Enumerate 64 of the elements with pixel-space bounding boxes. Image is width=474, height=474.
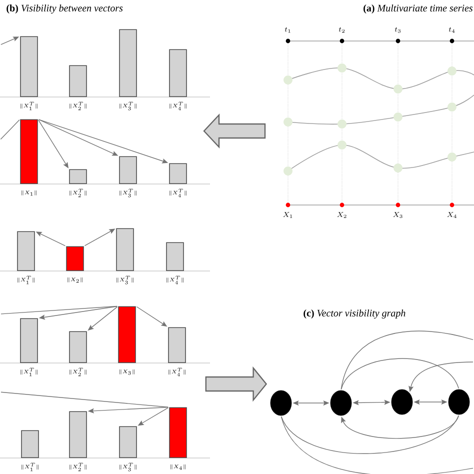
bar [119,156,137,184]
graph-node [330,390,352,416]
visibility-line [0,392,168,408]
bar [21,430,39,458]
visibility-line [0,306,118,314]
block-arrow [205,366,268,402]
bar [69,65,87,97]
bar-label: $\|X_4^T\|$ [170,102,186,110]
bar [66,246,84,271]
axis-label: $X_4$ [447,212,456,218]
bar [118,306,136,363]
bar-label: $\|X_2^T\|$ [70,462,86,472]
bar [169,407,187,458]
visibility-line [280,415,459,454]
panel-title: (a) Multivariate time series [364,4,473,14]
bar-label: $\|X_3^T\|$ [116,276,134,284]
bar [69,169,87,184]
bar [169,163,187,184]
axis-label: $t_2$ [338,27,344,33]
bar [17,231,35,271]
bar [69,411,87,458]
graph-node [448,389,470,415]
visibility-line [340,358,460,390]
bar-label: $\|X_1^T\|$ [20,368,38,376]
bar [119,29,137,97]
axis-label: $X_2$ [337,212,346,218]
bar [166,242,184,271]
bar [169,49,187,97]
bar-label: $\|X_3^T\|$ [120,188,136,198]
bar-label: $\|X_4^T\|$ [168,368,186,376]
bar [69,331,87,363]
axis-label: $t_3$ [394,27,401,33]
visibility-line [340,330,474,390]
bar-label: $\|X_1^T\|$ [22,462,38,472]
bar-label: $\|X_4^T\|$ [170,188,186,198]
graph-node [391,389,413,415]
bar [119,426,137,458]
bar [116,228,134,271]
bar-label: $\|X_1\|$ [22,190,36,196]
bar [20,119,38,184]
bar-label: $\|X_4^T\|$ [166,276,184,284]
graph-node [270,390,292,416]
bar [20,36,38,97]
bar-label: $\|X_2^T\|$ [70,368,86,376]
visibility-line [341,415,460,439]
bar-label: $\|X_1^T\|$ [20,102,38,110]
bar-label: $\|X_1^T\|$ [18,276,34,284]
bar-label: $\|X_3^T\|$ [120,462,136,472]
bar-label: $\|X_4\|$ [170,464,186,470]
bar-label: $\|X_2\|$ [68,277,82,283]
bar-label: $\|X_3\|$ [120,369,134,375]
visibility-line [0,120,20,140]
panel-title: (c) Vector visibility graph [304,309,406,319]
bar [168,327,186,363]
panel-title: (b) Visibility between vectors [6,4,123,14]
axis-label: $t_4$ [448,27,455,33]
visibility-line [280,416,474,474]
axis-label: $X_3$ [393,212,402,218]
axis-label: $X_1$ [283,212,292,218]
bar-label: $\|X_2^T\|$ [70,188,86,198]
bar-label: $\|X_2^T\|$ [70,102,86,110]
axis-label: $t_1$ [284,27,290,33]
bar [20,318,38,363]
bar-label: $\|X_3^T\|$ [120,102,136,110]
